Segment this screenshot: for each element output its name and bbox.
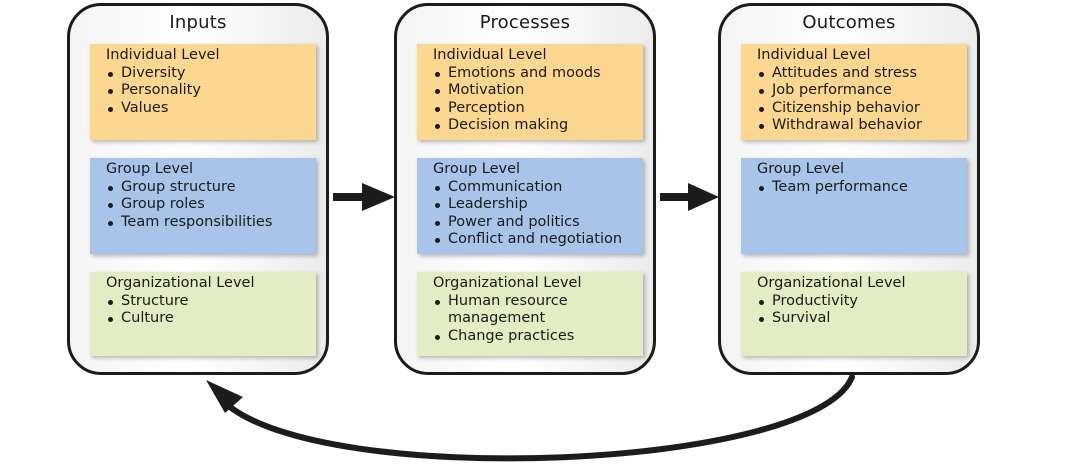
list-item: Motivation [433,82,643,100]
feedback-arrow [206,374,855,462]
list-item: Values [106,100,316,118]
level-title: Group Level [106,161,194,177]
list-item: Leadership [433,196,643,214]
list-item: Group structure [106,179,316,197]
arrow-processes-to-outcomes [660,183,719,211]
list-item: Personality [106,82,316,100]
list-item: Communication [433,179,643,197]
list-item: Culture [106,310,316,328]
inputs-column: Inputs Individual Level Diversity Person… [67,3,329,375]
group-level-box: Group Level Group structure Group roles … [90,158,316,254]
group-level-box: Group Level Communication Leadership Pow… [417,158,643,254]
level-title: Individual Level [757,47,871,63]
level-title: Organizational Level [106,275,255,291]
list-item: Team responsibilities [106,214,316,232]
list-item: Citizenship behavior [757,100,967,118]
arrow-inputs-to-processes [333,183,395,211]
level-title: Individual Level [433,47,547,63]
list-item: Job performance [757,82,967,100]
list-item: Team performance [757,179,967,197]
list-item: Change practices [433,328,643,346]
list-item: Structure [106,293,316,311]
level-title: Group Level [757,161,845,177]
list-item: Emotions and moods [433,65,643,83]
column-title: Processes [479,12,571,33]
level-title: Organizational Level [433,275,582,291]
level-title: Individual Level [106,47,220,63]
list-item: Withdrawal behavior [757,117,967,135]
processes-column: Processes Individual Level Emotions and … [394,3,656,375]
list-item: Attitudes and stress [757,65,967,83]
organizational-level-box: Organizational Level Human resource mana… [417,272,643,356]
column-title: Inputs [169,12,227,33]
list-item: Human resource management [433,293,643,328]
list-item: Group roles [106,196,316,214]
group-level-box: Group Level Team performance [741,158,967,254]
individual-level-box: Individual Level Diversity Personality V… [90,44,316,140]
column-title: Outcomes [802,12,896,33]
list-item: Power and politics [433,214,643,232]
level-title: Group Level [433,161,521,177]
list-item: Productivity [757,293,967,311]
level-title: Organizational Level [757,275,906,291]
individual-level-box: Individual Level Attitudes and stress Jo… [741,44,967,140]
outcomes-column: Outcomes Individual Level Attitudes and … [718,3,980,375]
list-item: Conflict and negotiation [433,231,643,249]
individual-level-box: Individual Level Emotions and moods Moti… [417,44,643,140]
list-item: Decision making [433,117,643,135]
list-item: Survival [757,310,967,328]
organizational-level-box: Organizational Level Structure Culture [90,272,316,356]
list-item: Diversity [106,65,316,83]
organizational-level-box: Organizational Level Productivity Surviv… [741,272,967,356]
list-item: Perception [433,100,643,118]
